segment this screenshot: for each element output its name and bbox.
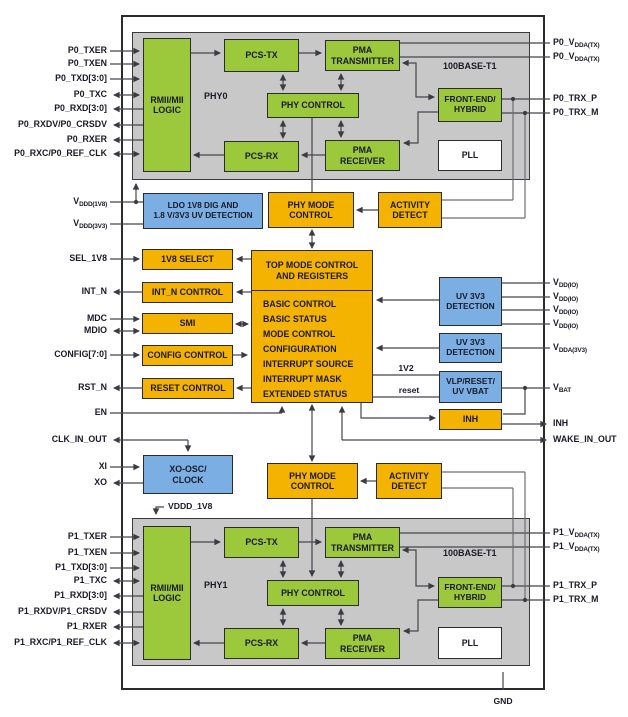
phy0-pcs-rx-block: PCS-RX — [224, 141, 299, 172]
phy1-phy-control-block: PHY CONTROL — [267, 580, 359, 606]
phy1-rmii-mii-logic-block: RMII/MII LOGIC — [143, 526, 191, 660]
pin-p0-txen: P0_TXEN — [67, 58, 107, 68]
pin-en: EN — [94, 407, 107, 417]
pin-p0-trx-p: P0_TRX_P — [553, 93, 598, 103]
wire-label-reset: reset — [398, 385, 420, 395]
pin-p0-rxer: P0_RXER — [66, 134, 107, 144]
pin-vdd-io-4: VDD(IO) — [553, 318, 578, 330]
config-control-block: CONFIG CONTROL — [142, 345, 233, 366]
pin-p1-rxdv-crsdv: P1_RXDV/P1_CRSDV — [18, 606, 107, 616]
phy0-pma-receiver-block: PMA RECEIVER — [325, 140, 400, 171]
phy1-pma-receiver-block: PMA RECEIVER — [325, 628, 400, 659]
phy1-standard-label: 100BASE-T1 — [443, 548, 497, 558]
pin-p1-vdda-tx-1: P1_VDDA(TX) — [553, 527, 600, 539]
phy0-phy-control-block: PHY CONTROL — [267, 93, 359, 118]
phy0-activity-detect-block: ACTIVITY DETECT — [378, 192, 442, 228]
phy1-phy-mode-control-block: PHY MODE CONTROL — [267, 463, 358, 499]
smi-block: SMI — [142, 313, 233, 334]
top-mode-register-list: BASIC CONTROL BASIC STATUS MODE CONTROL … — [263, 299, 354, 399]
phy1-activity-detect-block: ACTIVITY DETECT — [376, 463, 442, 499]
pin-mdio: MDIO — [84, 325, 107, 335]
pin-vdd-io-2: VDD(IO) — [553, 291, 578, 303]
pin-p0-rxdv-crsdv: P0_RXDV/P0_CRSDV — [18, 119, 107, 129]
pin-inh: INH — [553, 418, 569, 428]
pin-p1-vdda-tx-2: P1_VDDA(TX) — [553, 541, 600, 553]
pin-p0-rxc-ref-clk: P0_RXC/P0_REF_CLK — [14, 148, 107, 158]
phy0-pll-block: PLL — [438, 140, 502, 171]
pin-vdda-3v3: VDDA(3V3) — [553, 342, 587, 354]
phy1-pma-transmitter-block: PMA TRANSMITTER — [325, 527, 400, 558]
pin-p1-txer: P1_TXER — [67, 531, 107, 541]
phy0-phy-mode-control-block: PHY MODE CONTROL — [268, 192, 354, 228]
pin-p0-trx-m: P0_TRX_M — [553, 107, 599, 117]
phy1-pcs-tx-block: PCS-TX — [224, 527, 299, 558]
pin-clk-in-out: CLK_IN_OUT — [51, 434, 107, 444]
uv-3v3-detection-block-1: UV 3V3 DETECTION — [439, 277, 502, 326]
phy0-front-end-hybrid-block: FRONT-END/ HYBRID — [438, 88, 502, 122]
pin-p1-trx-m: P1_TRX_M — [553, 594, 599, 604]
phy0-pma-transmitter-block: PMA TRANSMITTER — [325, 40, 400, 71]
top-mode-control-block: TOP MODE CONTROL AND REGISTERS BASIC CON… — [251, 250, 373, 403]
1v8-select-block: 1V8 SELECT — [142, 249, 233, 270]
inh-block: INH — [439, 409, 502, 430]
pin-p0-vdda-tx-2: P0_VDDA(TX) — [553, 51, 600, 63]
phy0-pcs-tx-block: PCS-TX — [224, 39, 299, 72]
pin-p0-txc: P0_TXC — [73, 89, 107, 99]
phy0-rmii-mii-logic-block: RMII/MII LOGIC — [143, 38, 191, 172]
pin-sel-1v8: SEL_1V8 — [69, 253, 107, 263]
phy1-pcs-rx-block: PCS-RX — [224, 628, 299, 659]
uv-3v3-detection-block-2: UV 3V3 DETECTION — [439, 333, 502, 363]
pin-p0-txer: P0_TXER — [67, 45, 107, 55]
pin-p1-trx-p: P1_TRX_P — [553, 580, 598, 590]
int-n-control-block: INT_N CONTROL — [142, 282, 233, 303]
pin-vddd-1v8: VDDD(1V8) — [73, 196, 107, 208]
reset-control-block: RESET CONTROL — [142, 378, 234, 399]
pin-p0-rxd: P0_RXD[3:0] — [54, 103, 107, 113]
phy1-front-end-hybrid-block: FRONT-END/ HYBRID — [438, 577, 502, 608]
pin-p1-rxer: P1_RXER — [66, 621, 107, 631]
pin-vbat: VBAT — [553, 382, 571, 394]
chip-outline — [121, 15, 545, 690]
phy1-label: PHY1 — [204, 580, 228, 590]
pin-p0-txd: P0_TXD[3:0] — [55, 73, 107, 83]
wire-label-1v2: 1V2 — [398, 363, 414, 373]
pin-p1-rxd: P1_RXD[3:0] — [54, 590, 107, 600]
vlp-reset-uv-vbat-block: VLP/RESET/ UV VBAT — [439, 371, 502, 403]
pin-p0-vdda-tx-1: P0_VDDA(TX) — [553, 37, 600, 49]
pin-vdd-io-1: VDD(IO) — [553, 277, 578, 289]
top-mode-control-title: TOP MODE CONTROL AND REGISTERS — [252, 251, 372, 291]
wire-label-vddd-1v8: VDDD_1V8 — [168, 501, 213, 511]
gnd-label: GND — [493, 696, 513, 706]
phy0-standard-label: 100BASE-T1 — [443, 61, 497, 71]
pin-config: CONFIG[7:0] — [54, 349, 107, 359]
pin-p1-txen: P1_TXEN — [67, 547, 107, 557]
pin-wake-in-out: WAKE_IN_OUT — [553, 434, 617, 444]
pin-p1-txc: P1_TXC — [73, 575, 107, 585]
pin-rst-n: RST_N — [78, 382, 107, 392]
pin-mdc: MDC — [86, 313, 107, 323]
phy0-label: PHY0 — [204, 91, 228, 101]
pin-xi: XI — [98, 461, 107, 471]
pin-p1-txd: P1_TXD[3:0] — [55, 562, 107, 572]
xo-osc-clock-block: XO-OSC/ CLOCK — [143, 455, 233, 494]
pin-p1-rxc-ref-clk: P1_RXC/P1_REF_CLK — [14, 637, 107, 647]
pin-vddd-3v3: VDDD(3V3) — [73, 218, 107, 230]
phy1-pll-block: PLL — [438, 627, 502, 659]
pin-xo: XO — [94, 477, 107, 487]
pin-int-n: INT_N — [81, 286, 107, 296]
ldo-uv-detection-block: LDO 1V8 DIG AND 1.8 V/3V3 UV DETECTION — [143, 193, 263, 229]
pin-vdd-io-3: VDD(IO) — [553, 304, 578, 316]
